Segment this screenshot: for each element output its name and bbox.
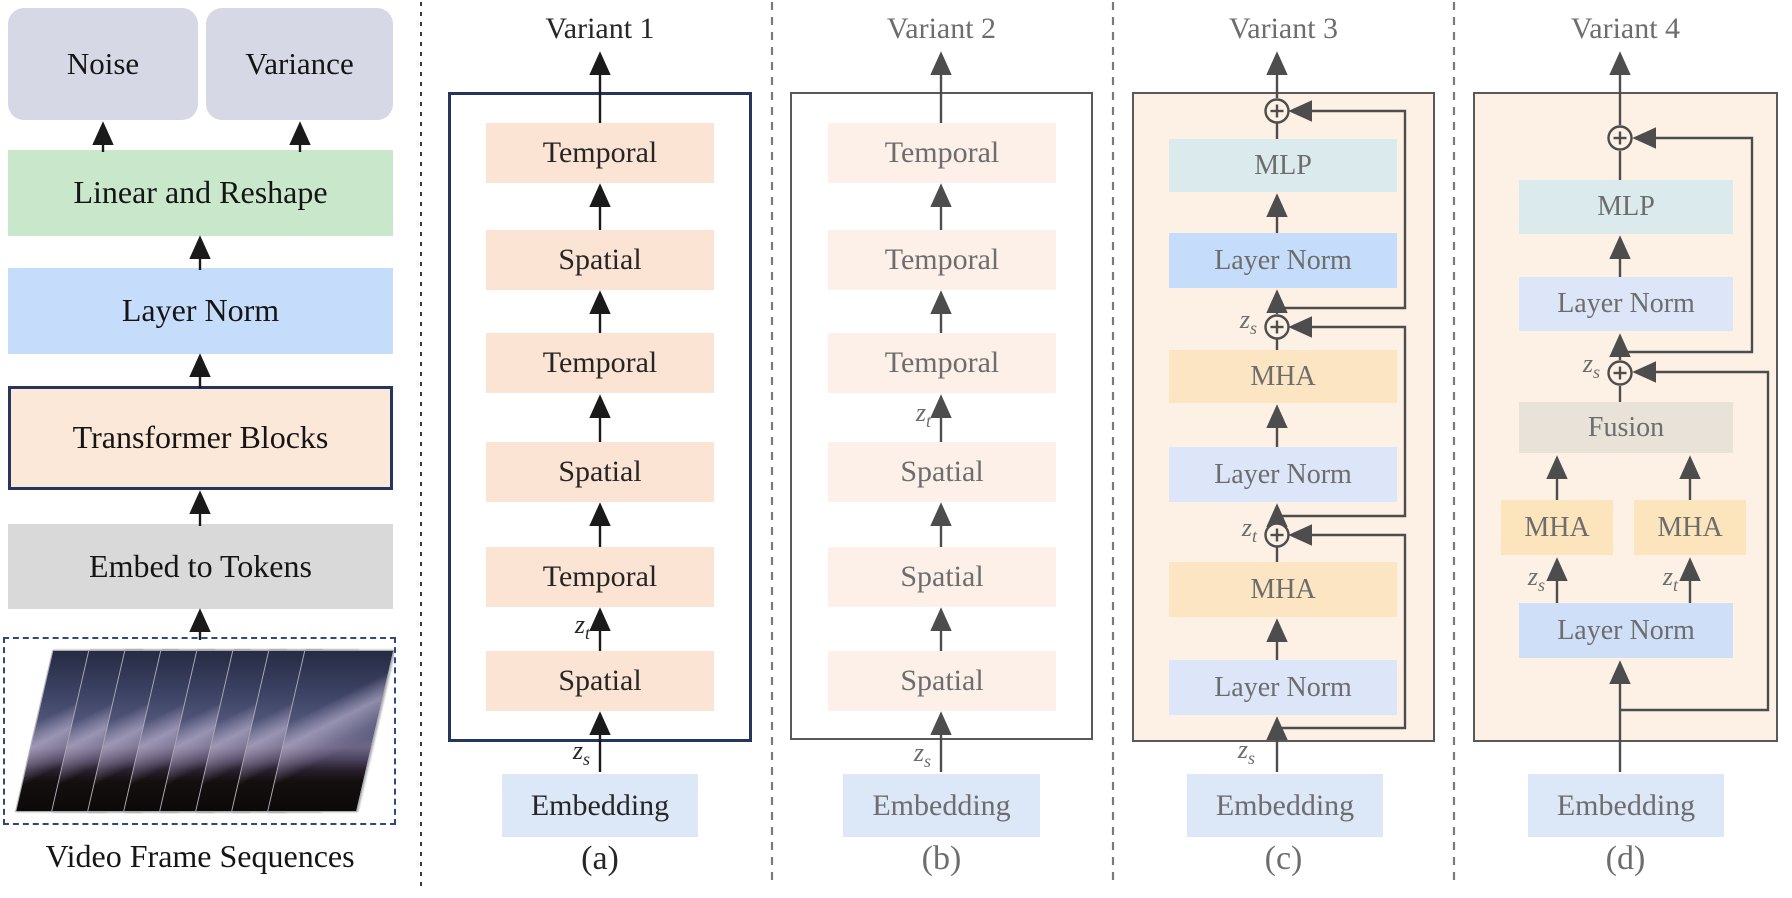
variant4-fusion-box: Fusion — [1519, 402, 1733, 453]
variant4-mha-left-box: MHA — [1501, 500, 1613, 555]
variant3-layer-norm-box: Layer Norm — [1169, 660, 1397, 715]
variant4-zs-label-upper: zs — [1582, 349, 1600, 383]
video-frames-caption: Video Frame Sequences — [45, 838, 355, 874]
variant2-panel — [790, 92, 1093, 740]
variant3-mlp-box: MLP — [1169, 139, 1397, 192]
embed-to-tokens-label: Embed to Tokens — [89, 547, 312, 584]
variant1-embedding-box: Embedding — [502, 774, 698, 837]
variant1-block-spatial: Spatial — [486, 651, 714, 711]
variant2-caption: (b) — [921, 840, 962, 877]
linear-reshape-label: Linear and Reshape — [73, 174, 328, 211]
variant3-zs-label-upper: zs — [1239, 305, 1257, 339]
variant2-block-spatial: Spatial — [828, 547, 1056, 607]
variant1-panel — [448, 92, 752, 742]
variant3-embedding-box: Embedding — [1187, 774, 1383, 837]
embed-to-tokens-box: Embed to Tokens — [8, 524, 393, 609]
variant1-block-spatial: Spatial — [486, 442, 714, 502]
variant3-title: Variant 3 — [1228, 12, 1339, 45]
noise-output-box: Noise — [8, 8, 198, 120]
variant4-embedding-box: Embedding — [1528, 774, 1724, 837]
variance-label: Variance — [245, 45, 354, 81]
variant4-caption: (d) — [1605, 840, 1646, 877]
variant1-block-spatial: Spatial — [486, 230, 714, 290]
transformer-blocks-label: Transformer Blocks — [72, 419, 329, 456]
variant3-zt-label: zt — [1241, 513, 1257, 547]
variant2-title: Variant 2 — [886, 12, 997, 45]
variant3-mha-box: MHA — [1169, 350, 1397, 403]
variant4-layer-norm-top-box: Layer Norm — [1519, 277, 1733, 331]
variant4-layer-norm-bottom-box: Layer Norm — [1519, 603, 1733, 658]
variant1-block-temporal: Temporal — [486, 333, 714, 393]
variant2-block-temporal: Temporal — [828, 333, 1056, 393]
variant2-zs-label: zs — [913, 738, 931, 772]
layer-norm-box: Layer Norm — [8, 268, 393, 354]
variant1-block-temporal: Temporal — [486, 123, 714, 183]
variant2-zt-label: zt — [915, 398, 931, 432]
variant2-block-spatial: Spatial — [828, 442, 1056, 502]
variant2-embedding-box: Embedding — [843, 774, 1040, 837]
variant4-mha-right-box: MHA — [1634, 500, 1746, 555]
variant4-title: Variant 4 — [1570, 12, 1681, 45]
variant4-mlp-box: MLP — [1519, 180, 1733, 234]
variant4-zt-label-lower: zt — [1662, 562, 1678, 596]
variant1-caption: (a) — [581, 840, 619, 877]
variant1-title: Variant 1 — [545, 12, 655, 45]
variant2-block-spatial: Spatial — [828, 651, 1056, 711]
variant3-caption: (c) — [1264, 840, 1303, 877]
variant2-block-temporal: Temporal — [828, 123, 1056, 183]
noise-label: Noise — [66, 45, 140, 81]
variant1-zs-label: zs — [572, 736, 590, 770]
transformer-blocks-box: Transformer Blocks — [8, 386, 393, 490]
linear-reshape-box: Linear and Reshape — [8, 150, 393, 236]
variant3-layer-norm-box: Layer Norm — [1169, 447, 1397, 502]
variance-output-box: Variance — [206, 8, 393, 120]
variant3-layer-norm-box: Layer Norm — [1169, 233, 1397, 288]
variant4-zs-label-lower: zs — [1527, 562, 1545, 596]
variant2-block-temporal: Temporal — [828, 230, 1056, 290]
variant1-block-temporal: Temporal — [486, 547, 714, 607]
video-frames-box — [3, 637, 396, 825]
variant3-zs-label-input: zs — [1237, 735, 1255, 769]
variant1-zt-label: zt — [574, 610, 590, 644]
variant3-mha-box: MHA — [1169, 562, 1397, 617]
layer-norm-label: Layer Norm — [121, 292, 280, 329]
